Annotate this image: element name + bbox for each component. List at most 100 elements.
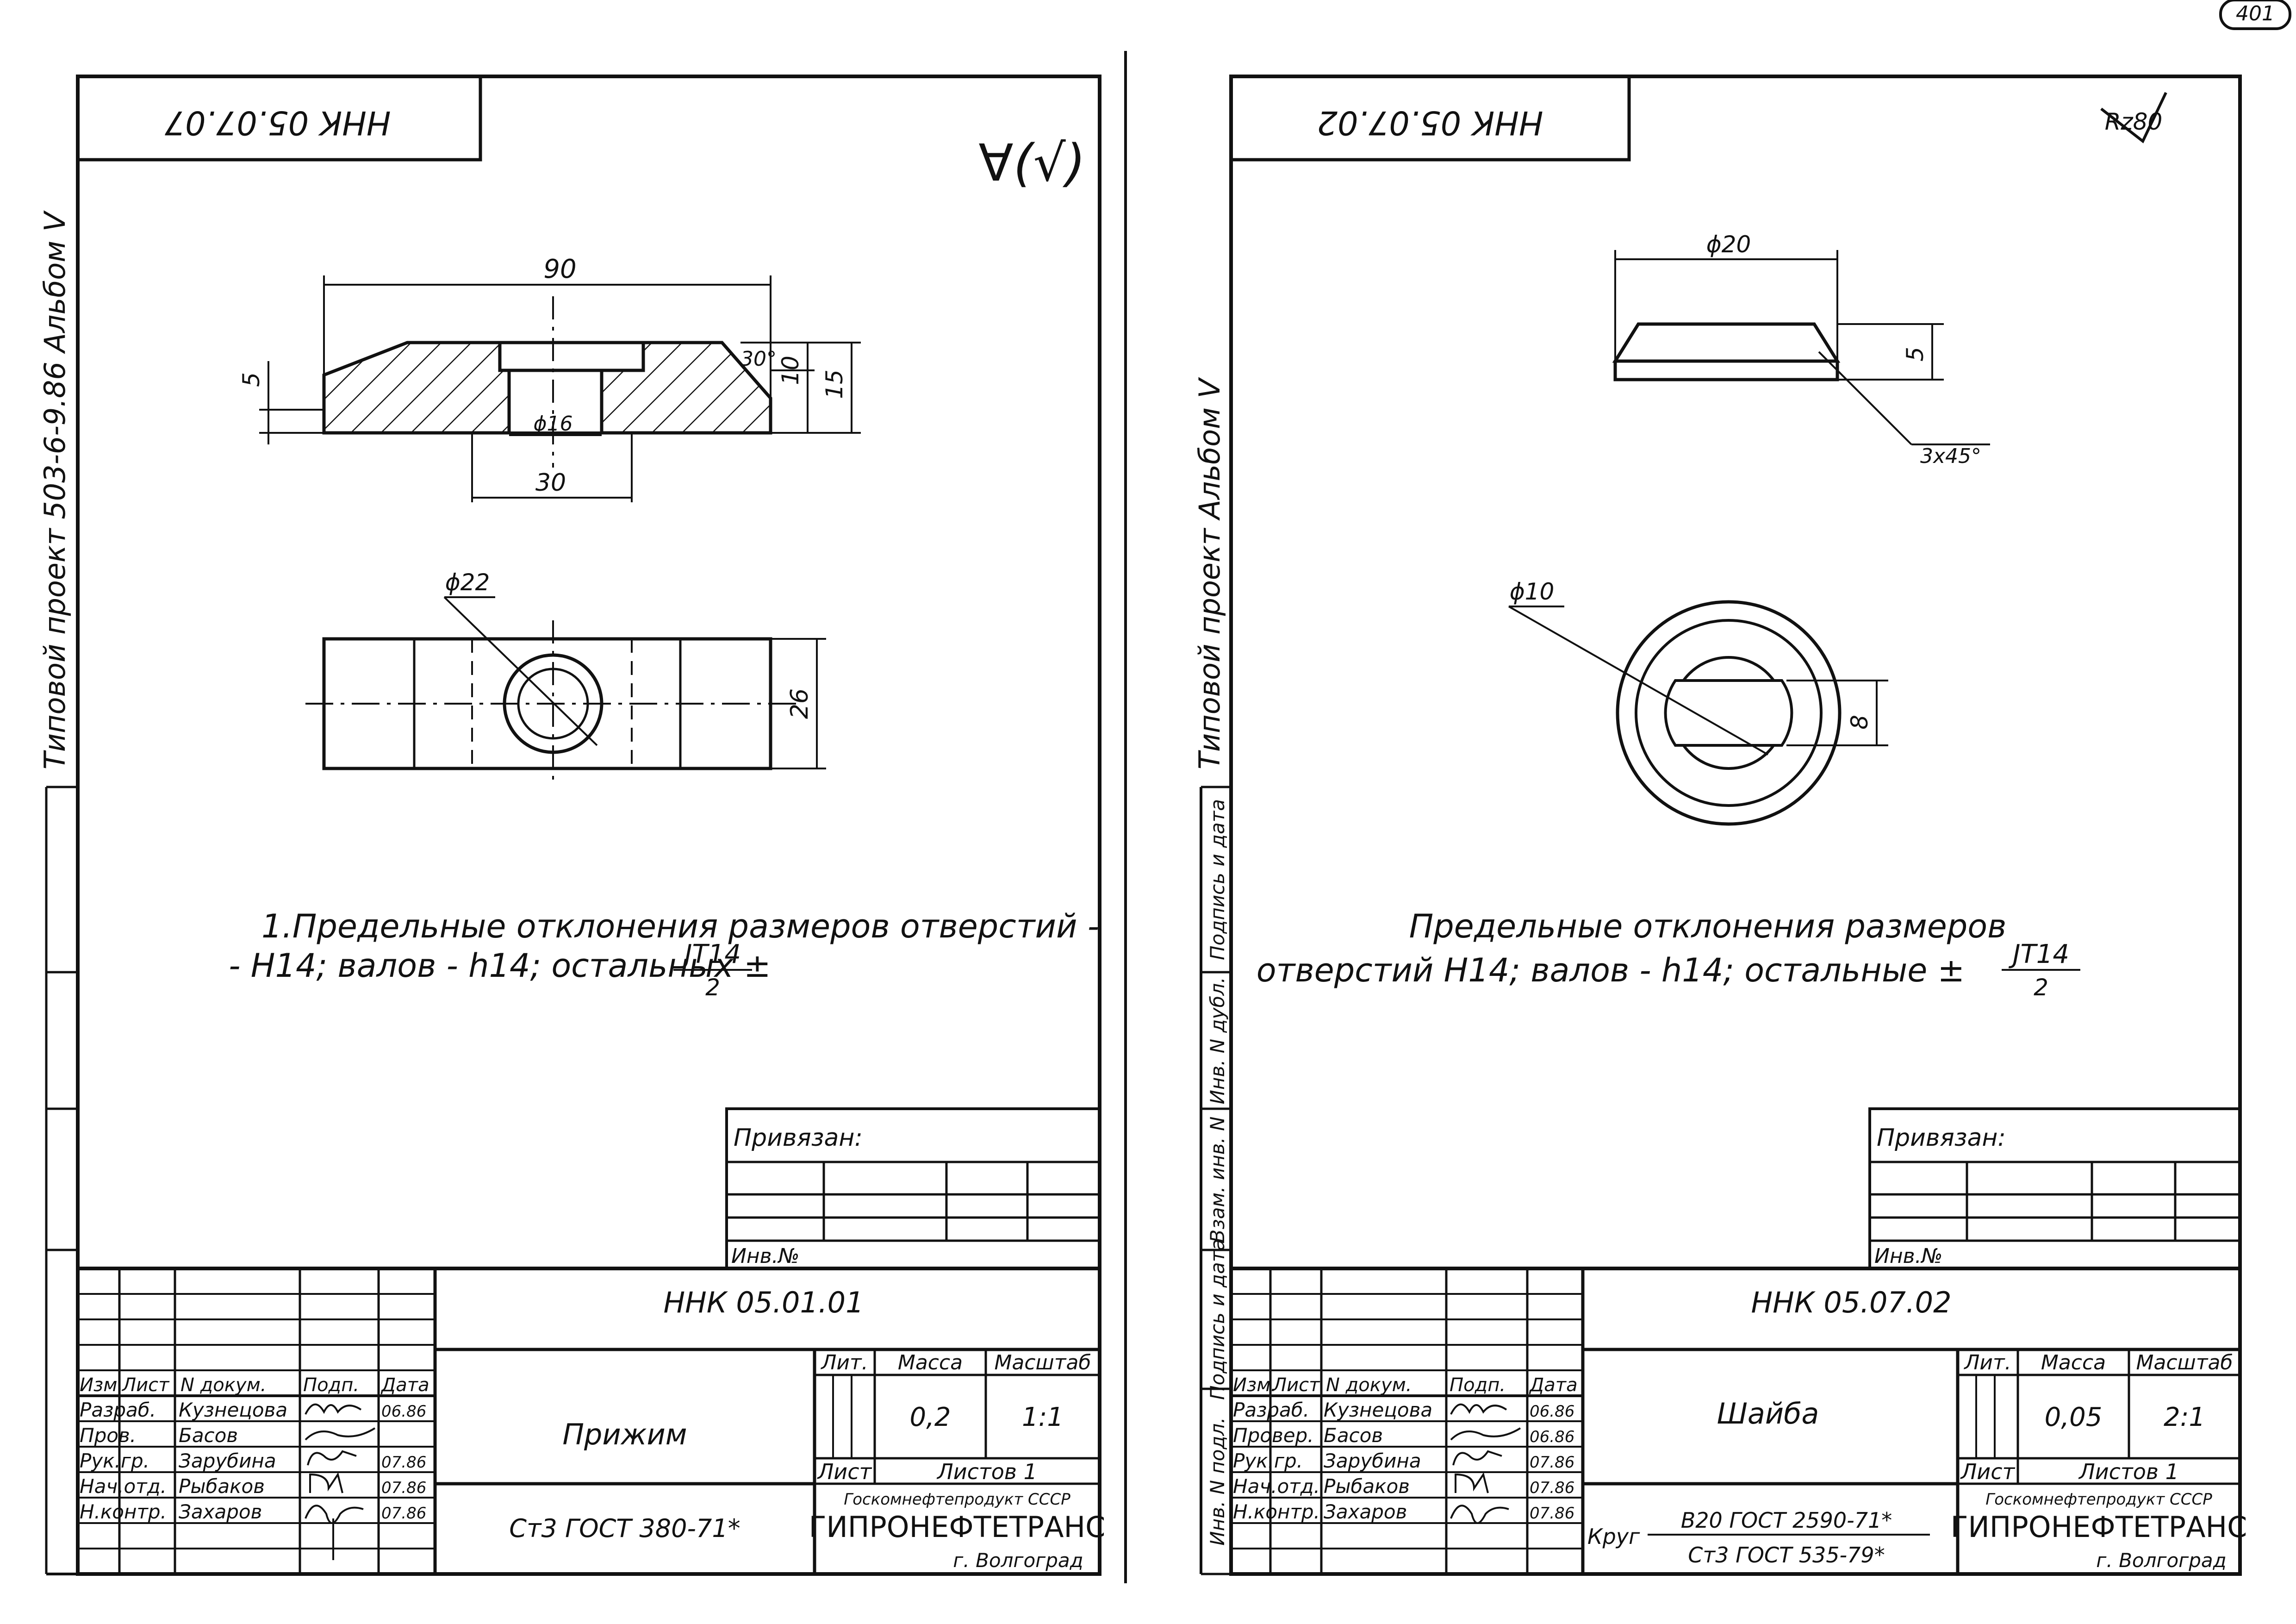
lit-label: Лит. (1963, 1351, 2011, 1374)
hdr-date: Дата (380, 1374, 429, 1396)
left-title: Прижим (562, 1418, 687, 1451)
dim-angle: 30° (740, 347, 777, 371)
hdr-doc: N докум. (1326, 1374, 1412, 1396)
row-name: Басов (179, 1424, 238, 1447)
right-sheet: Инв. N подл. Подпись и дата Взам. инв. N… (1193, 75, 2247, 1576)
right-note-line1: Предельные отклонения размеров (1409, 907, 2007, 945)
page-number: 401 (2219, 0, 2291, 30)
signature (309, 1472, 343, 1493)
signature (1450, 1403, 1507, 1415)
row-role: Разраб. (1233, 1399, 1309, 1421)
right-privyazan: Привязан: (1877, 1124, 2006, 1152)
left-top-stamp-code: ННК 05.07.07 (165, 104, 391, 142)
row-date: 06.86 (381, 1402, 426, 1421)
mass-value: 0,2 (909, 1402, 951, 1432)
signature (307, 1450, 357, 1466)
dim-chamfer: 3x45° (1920, 444, 1981, 468)
row-name: Кузнецова (179, 1399, 287, 1421)
org-logo-text: ГИПРОНЕФТЕТРАНС (809, 1510, 1106, 1544)
sheet-label: Лист (1960, 1459, 2016, 1484)
scale-value: 2:1 (2164, 1402, 2205, 1432)
row-name: Захаров (1324, 1500, 1407, 1523)
hdr-izm: Изм. (80, 1374, 123, 1396)
left-note-line2: - H14; валов - h14; остальных ± (229, 947, 771, 985)
hdr-list: Лист (121, 1374, 170, 1396)
row-role: Нач.отд. (1233, 1475, 1320, 1498)
left-privyazan: Привязан: (734, 1124, 863, 1152)
dim-10: 10 (777, 356, 804, 385)
washer-plan-view: ϕ10 8 (1508, 578, 1888, 826)
clamp-plan-view: ϕ22 26 (305, 569, 826, 787)
dim-h5: 5 (1902, 347, 1929, 362)
signature (1455, 1472, 1489, 1493)
right-material-prefix: Круг (1587, 1524, 1640, 1549)
dim-d20: ϕ20 (1706, 231, 1751, 258)
row-date: 07.86 (1530, 1504, 1574, 1523)
row-name: Басов (1324, 1424, 1383, 1447)
row-date: 07.86 (1530, 1453, 1574, 1472)
left-doc-code: ННК 05.01.01 (663, 1286, 864, 1319)
right-side-label: Типовой проект Альбом V (1193, 376, 1226, 769)
dim-15: 15 (821, 369, 848, 399)
row-date: 06.86 (1530, 1428, 1574, 1446)
right-binding-box: Привязан: Инв.№ (1868, 1107, 2241, 1270)
mass-label: Масса (898, 1351, 963, 1374)
signature (305, 1427, 376, 1441)
row-date: 07.86 (381, 1453, 426, 1472)
mass-label: Масса (2041, 1351, 2106, 1374)
left-side-label: Типовой проект 503-6-9.86 Альбом V (38, 210, 72, 769)
right-note-frac-num: JT14 (2008, 939, 2069, 969)
right-doc-code: ННК 05.07.02 (1751, 1286, 1951, 1319)
dim-30: 30 (535, 469, 566, 497)
hdr-doc: N докум. (180, 1374, 267, 1396)
hdr-podp: Подп. (303, 1374, 359, 1396)
lit-label: Лит. (820, 1351, 868, 1374)
left-top-stamp (76, 75, 482, 162)
right-note-frac-den: 2 (2034, 974, 2048, 1001)
row-date: 07.86 (1530, 1479, 1574, 1497)
dim-d16: ϕ16 (533, 412, 572, 436)
left-inv-no: Инв.№ (731, 1244, 799, 1268)
row-name: Зарубина (1324, 1449, 1421, 1472)
signature (1450, 1427, 1521, 1441)
row-role: Провер. (1233, 1424, 1314, 1447)
dim-h8: 8 (1846, 715, 1873, 730)
left-material: Ст3 ГОСТ 380-71* (509, 1514, 740, 1543)
left-note: 1.Предельные отклонения размеров отверст… (229, 907, 1099, 1001)
row-role: Н.контр. (1233, 1500, 1320, 1523)
margin-label: Инв. N дубл. (1206, 977, 1229, 1104)
dim-90: 90 (543, 254, 576, 284)
right-material-line1: В20 ГОСТ 2590-71* (1681, 1508, 1892, 1533)
org-city: г. Волгоград (953, 1549, 1083, 1572)
dim-d10: ϕ10 (1510, 578, 1555, 605)
row-role: Рук.гр. (80, 1449, 149, 1472)
signature (305, 1403, 362, 1415)
scale-label: Масштаб (2136, 1351, 2233, 1374)
hdr-izm: Изм. (1233, 1374, 1276, 1396)
left-roughness-mark: ∀(√) (978, 133, 1085, 193)
row-name: Кузнецова (1324, 1399, 1432, 1421)
row-date: 07.86 (381, 1479, 426, 1497)
right-title: Шайба (1717, 1397, 1819, 1430)
right-roughness-mark: Rz80 (2100, 92, 2167, 144)
rz-label: Rz80 (2105, 108, 2163, 135)
org-name: Госкомнефтепродукт СССР (844, 1490, 1070, 1509)
hdr-list: Лист (1272, 1374, 1320, 1396)
scale-value: 1:1 (1022, 1402, 1064, 1432)
margin-label: Подпись и дата (1206, 1239, 1229, 1400)
hdr-date: Дата (1529, 1374, 1578, 1396)
left-title-block: Изм. Лист N докум. Подп. Дата Разраб. Ку… (76, 1267, 1106, 1576)
signature (305, 1505, 364, 1560)
hdr-podp: Подп. (1450, 1374, 1506, 1396)
right-inv-no: Инв.№ (1874, 1244, 1942, 1268)
row-role: Пров. (80, 1424, 136, 1447)
row-name: Зарубина (179, 1449, 276, 1472)
right-title-block: Изм. Лист N докум. Подп. Дата Разраб. Ку… (1229, 1267, 2247, 1576)
left-binding-box: Привязан: Инв.№ (725, 1107, 1101, 1270)
row-date: 06.86 (1530, 1402, 1574, 1421)
scale-label: Масштаб (994, 1351, 1091, 1374)
row-name: Рыбаков (179, 1475, 265, 1498)
left-sheet: ННК 05.07.07 Типовой проект 503-6-9.86 А… (38, 75, 1106, 1576)
signature (1450, 1505, 1509, 1524)
